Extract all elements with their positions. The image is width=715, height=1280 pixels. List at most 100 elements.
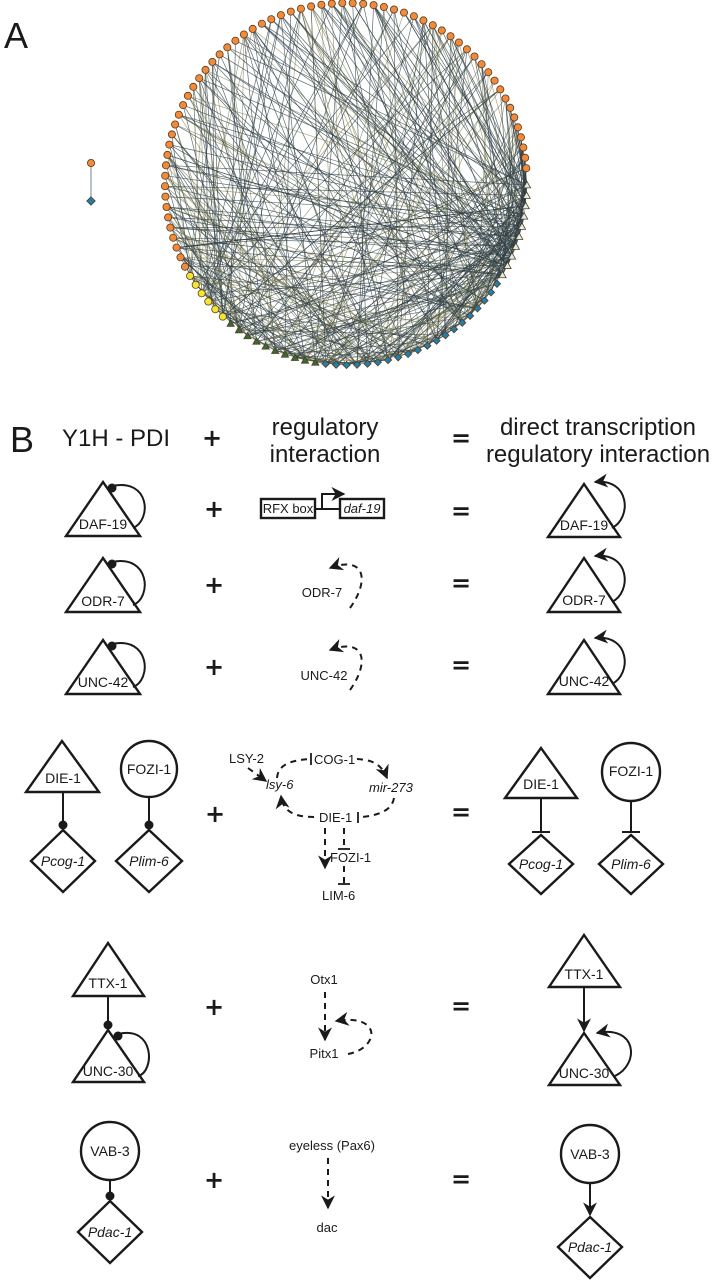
network-node-promoters xyxy=(496,85,505,94)
network-node-tf-group-yellow xyxy=(197,289,206,298)
network-node-tf-group-blue xyxy=(373,358,382,367)
network-edge xyxy=(176,247,478,309)
network-edge xyxy=(182,105,240,330)
network-node-promoters xyxy=(165,140,174,149)
network-edge xyxy=(310,6,508,266)
network-edge xyxy=(205,69,209,302)
network-node-promoters xyxy=(167,130,176,139)
network-edge xyxy=(166,206,520,237)
result-daf19: DAF-19 xyxy=(545,473,626,539)
network-node-tf-group-blue xyxy=(486,288,496,297)
node-die1: DIE-1 xyxy=(319,810,352,825)
network-node-promoters xyxy=(208,57,217,66)
edge-die1-lsy6 xyxy=(275,794,315,818)
network-edge xyxy=(166,206,513,257)
network-edge xyxy=(226,47,276,351)
tf-label: DIE-1 xyxy=(45,770,81,786)
header-direct-line1: direct transcription xyxy=(500,414,696,441)
network-edge xyxy=(230,40,236,324)
network-node-promoters xyxy=(513,123,522,132)
gene-label: ODR-7 xyxy=(302,585,342,600)
network-edge xyxy=(403,12,528,186)
tf-label: DIE-1 xyxy=(523,776,559,792)
binding-dot xyxy=(113,1031,123,1041)
tf-triangle xyxy=(63,479,143,538)
isolated-node-pair xyxy=(86,158,96,206)
network-node-promoters xyxy=(201,65,210,74)
binding-dot xyxy=(103,1020,113,1030)
network-edge xyxy=(180,257,197,285)
header-direct-line2: regulatory interaction xyxy=(486,441,710,468)
network-node-promoters xyxy=(348,0,357,8)
plus-sign: + xyxy=(204,993,224,1021)
self-activation-arrow xyxy=(593,547,626,603)
promoter-label: Pcog-1 xyxy=(41,853,85,869)
tf-label: DAF-19 xyxy=(560,517,608,533)
network-edge xyxy=(387,195,527,361)
network-node-tf-group-yellow xyxy=(186,271,195,280)
equals-sign: = xyxy=(451,1165,471,1193)
node-otx1: Otx1 xyxy=(310,972,337,987)
network-edge xyxy=(171,134,191,276)
result-unc42: UNC-42 xyxy=(545,629,626,696)
network-node-tf-group-green xyxy=(252,336,261,345)
rfx-box-label: RFX box xyxy=(263,501,314,516)
header-regulatory-line1: regulatory xyxy=(272,414,379,441)
result-fozi1-plim6: FOZI-1 Plim-6 xyxy=(597,741,665,896)
network-edge xyxy=(212,61,257,342)
network-edge xyxy=(247,274,503,337)
network-node-tf-group-light xyxy=(522,191,531,199)
tf-triangle xyxy=(545,637,623,696)
row-ttx1-unc30: TTX-1 UNC-30 + Otx1 Pitx1 = TTX-1 UNC-30 xyxy=(70,932,632,1087)
network-node-tf-group-light xyxy=(519,211,529,220)
network-edge xyxy=(469,184,528,316)
regulatory-unc42: UNC-42 xyxy=(301,639,363,691)
network-edge xyxy=(174,124,485,301)
network-edge xyxy=(166,206,379,363)
network-node-tf-group-green xyxy=(226,319,235,327)
tf-label: ODR-7 xyxy=(562,592,606,608)
network-node-promoters xyxy=(267,15,276,24)
tf-label: FOZI-1 xyxy=(609,763,654,779)
network-edge xyxy=(173,237,358,365)
network-node-promoters xyxy=(164,213,173,222)
self-activation-arrow xyxy=(593,473,626,529)
gene-box xyxy=(338,497,386,520)
promoter-label: Pdac-1 xyxy=(88,1224,132,1240)
network-edge xyxy=(227,46,528,186)
network-edge xyxy=(193,86,399,358)
network-node-tf-group-light xyxy=(507,251,517,260)
equals-sign: = xyxy=(451,651,471,679)
network-edge xyxy=(215,308,306,361)
network-edge xyxy=(184,265,508,268)
network-edge xyxy=(180,257,358,365)
network-edge xyxy=(300,8,389,361)
promoter-arrow xyxy=(321,487,346,509)
node-lim6: LIM-6 xyxy=(322,888,355,903)
regulatory-odr7: ODR-7 xyxy=(302,557,363,609)
node-lsy6: lsy-6 xyxy=(266,777,294,792)
row-daf19: DAF-19 + RFX box daf-19 = DAF-19 xyxy=(63,473,626,539)
promoter-label: Pdac-1 xyxy=(568,1239,612,1255)
network-edge xyxy=(170,227,513,257)
network-node-promoters xyxy=(409,12,418,21)
network-node-promoters xyxy=(327,0,336,8)
network-edge xyxy=(356,226,523,365)
tf-label: ODR-7 xyxy=(81,593,125,609)
network-edge xyxy=(265,147,524,347)
tf-label: FOZI-1 xyxy=(127,761,172,777)
network-node-promoters xyxy=(296,4,305,13)
network-edge xyxy=(180,256,508,267)
network-edge xyxy=(198,78,209,302)
tf-label: TTX-1 xyxy=(89,975,128,991)
edge-cog1-lsy6 xyxy=(276,758,312,779)
network-node-tf-group-green xyxy=(243,331,252,340)
network-node-promoters xyxy=(506,103,515,112)
network-node-promoters xyxy=(195,74,204,83)
row-unc42: UNC-42 + UNC-42 = UNC-42 xyxy=(63,629,626,696)
network-node-promoters xyxy=(519,143,528,152)
network-node-promoters xyxy=(522,164,531,173)
tf-label: DAF-19 xyxy=(79,516,127,532)
network-edge xyxy=(321,4,517,247)
network-edge xyxy=(261,23,503,276)
